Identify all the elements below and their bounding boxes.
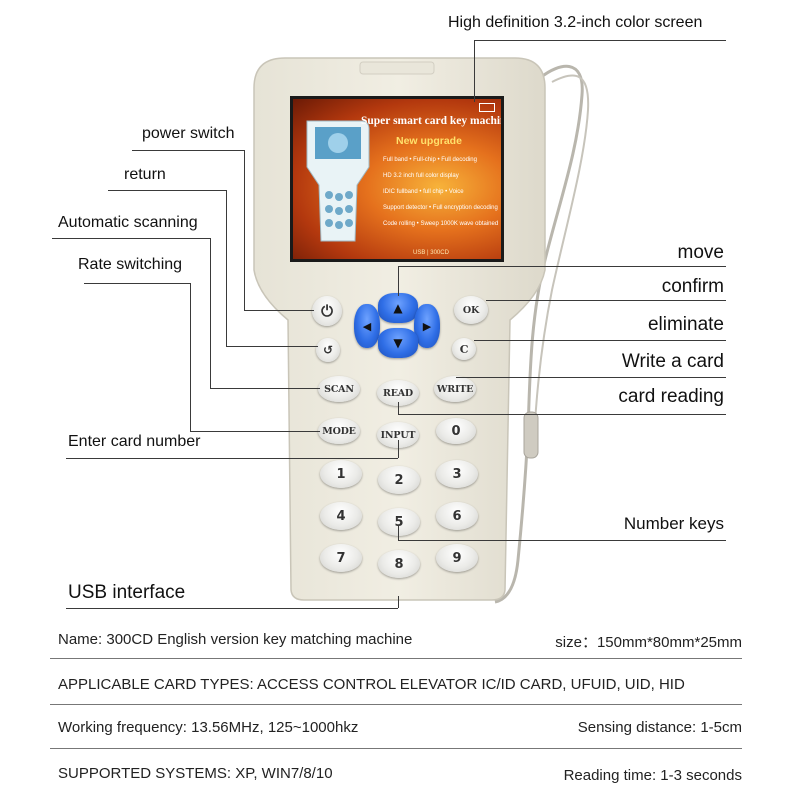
- clear-button[interactable]: C: [452, 338, 476, 360]
- return-icon: ↺: [322, 343, 334, 357]
- spec-frequency: Working frequency: 13.56MHz, 125~1000hkz: [58, 719, 359, 736]
- power-button[interactable]: ⏻: [312, 296, 342, 326]
- lanyard: [494, 64, 584, 604]
- screen-feature: Full band • Full-chip • Full decoding: [383, 157, 477, 163]
- power-icon: ⏻: [321, 302, 333, 320]
- leader-line: [52, 238, 210, 239]
- leader-line: [210, 388, 320, 389]
- leader-line: [210, 238, 211, 388]
- screen-subtitle: New upgrade: [396, 135, 462, 147]
- left-arrow-button[interactable]: ◀: [354, 304, 380, 348]
- color-screen: Super smart card key machine New upgrade…: [290, 96, 504, 262]
- leader-line: [84, 283, 190, 284]
- leader-line: [244, 150, 245, 310]
- down-arrow-button[interactable]: ▼: [378, 328, 418, 358]
- arrow-down-icon: ▼: [393, 336, 403, 350]
- return-button[interactable]: ↺: [316, 338, 340, 362]
- leader-line: [486, 300, 726, 301]
- spec-size: size：150mm*80mm*25mm: [555, 634, 742, 651]
- digit-3-button[interactable]: 3: [436, 460, 478, 488]
- digit-0-button[interactable]: 0: [436, 418, 476, 444]
- screen-feature: Support detector • Full encryption decod…: [383, 205, 498, 211]
- screen-model: USB | 300CD: [413, 250, 449, 256]
- spec-systems: SUPPORTED SYSTEMS: XP, WIN7/8/10: [58, 765, 333, 782]
- device-thumbnail: [306, 120, 370, 242]
- spec-card-types: APPLICABLE CARD TYPES: ACCESS CONTROL EL…: [58, 676, 685, 693]
- spec-sensing-distance: Sensing distance: 1-5cm: [577, 719, 742, 736]
- ok-button[interactable]: OK: [454, 296, 488, 324]
- leader-line: [244, 310, 314, 311]
- leader-line: [398, 402, 399, 414]
- battery-icon: [479, 103, 495, 112]
- screen-display: Super smart card key machine New upgrade…: [293, 99, 501, 259]
- leader-line: [398, 526, 399, 540]
- arrow-left-icon: ◀: [362, 319, 372, 333]
- callout-return: return: [124, 166, 166, 183]
- screen-feature: HD 3.2 inch full color display: [383, 173, 459, 179]
- arrow-up-icon: ▲: [393, 301, 403, 315]
- read-button[interactable]: READ: [377, 380, 419, 406]
- leader-line: [456, 377, 726, 378]
- callout-power-switch: power switch: [142, 125, 235, 142]
- leader-line: [398, 266, 726, 267]
- callout-move: move: [677, 242, 724, 263]
- screen-feature: Code rolling • Sweep 1000K wave obtained: [383, 221, 499, 227]
- leader-line: [398, 414, 726, 415]
- digit-4-button[interactable]: 4: [320, 502, 362, 530]
- leader-line: [398, 596, 399, 608]
- digit-6-button[interactable]: 6: [436, 502, 478, 530]
- spec-reading-time: Reading time: 1-3 seconds: [563, 767, 742, 784]
- callout-card-reading: card reading: [618, 386, 724, 407]
- callout-enter-card-number: Enter card number: [68, 433, 201, 450]
- callout-write-card: Write a card: [621, 351, 724, 372]
- leader-line: [108, 190, 226, 191]
- digit-8-button[interactable]: 8: [378, 550, 420, 578]
- product-image: Super smart card key machine New upgrade…: [253, 57, 590, 604]
- divider: [50, 658, 742, 659]
- callout-number-keys: Number keys: [623, 514, 724, 533]
- digit-2-button[interactable]: 2: [378, 466, 420, 494]
- callout-screen: High definition 3.2-inch color screen: [448, 14, 703, 31]
- leader-line: [474, 40, 726, 41]
- leader-line: [190, 431, 320, 432]
- callout-usb-interface: USB interface: [68, 582, 186, 603]
- leader-line: [398, 540, 726, 541]
- callout-rate-switching: Rate switching: [78, 256, 183, 273]
- leader-line: [474, 40, 475, 102]
- divider: [50, 704, 742, 705]
- leader-line: [226, 346, 318, 347]
- leader-line: [226, 190, 227, 346]
- callout-eliminate: eliminate: [647, 314, 724, 335]
- screen-feature: IDIC fullband • full chip • Voice: [383, 189, 464, 195]
- mode-button[interactable]: MODE: [318, 418, 360, 444]
- leader-line: [132, 150, 244, 151]
- digit-7-button[interactable]: 7: [320, 544, 362, 572]
- leader-line: [190, 283, 191, 431]
- screen-title: Super smart card key machine: [361, 115, 501, 127]
- arrow-right-icon: ▶: [422, 319, 432, 333]
- callout-automatic-scanning: Automatic scanning: [58, 214, 198, 231]
- leader-line: [66, 608, 398, 609]
- digit-5-button[interactable]: 5: [378, 508, 420, 536]
- leader-line: [398, 440, 399, 458]
- divider: [50, 748, 742, 749]
- leader-line: [66, 458, 398, 459]
- leader-line: [398, 266, 399, 296]
- lanyard-clip: [523, 411, 539, 459]
- leader-line: [474, 340, 726, 341]
- digit-9-button[interactable]: 9: [436, 544, 478, 572]
- up-arrow-button[interactable]: ▲: [378, 293, 418, 323]
- spec-name: Name: 300CD English version key matching…: [58, 631, 413, 648]
- digit-1-button[interactable]: 1: [320, 460, 362, 488]
- right-arrow-button[interactable]: ▶: [414, 304, 440, 348]
- callout-confirm: confirm: [661, 276, 724, 297]
- write-button[interactable]: WRITE: [434, 376, 476, 402]
- scan-button[interactable]: SCAN: [318, 376, 360, 402]
